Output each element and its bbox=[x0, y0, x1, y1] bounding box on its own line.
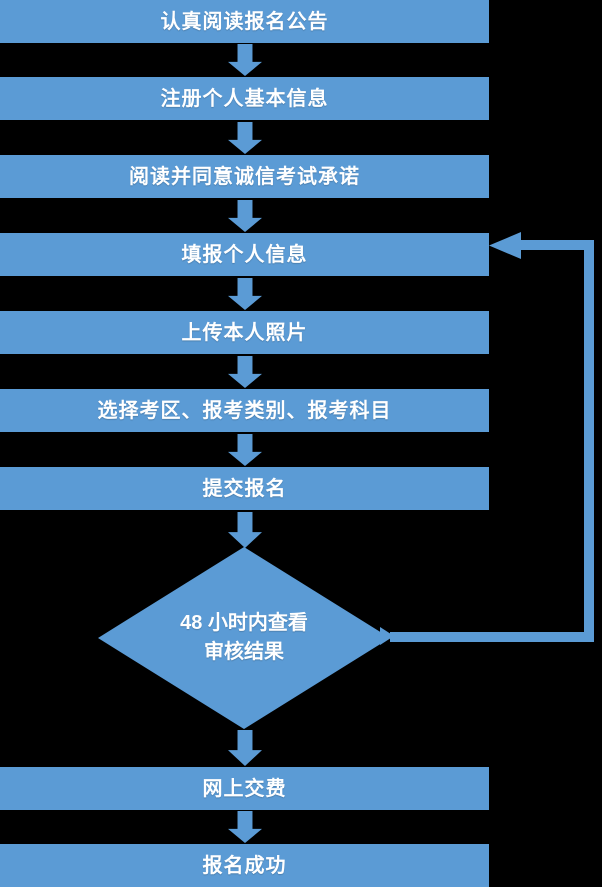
flow-node-label: 认真阅读报名公告 bbox=[160, 10, 329, 33]
flow-node-label-line1: 48 小时内查看 bbox=[180, 612, 308, 634]
flow-node-online-payment[interactable]: 网上交费 bbox=[0, 767, 489, 810]
feedback-loop-top-segment bbox=[519, 240, 589, 250]
down-arrow-icon-3 bbox=[228, 200, 262, 232]
down-arrow-icon-9 bbox=[228, 811, 262, 843]
flow-node-label-group: 48 小时内查看 审核结果 bbox=[98, 547, 390, 729]
feedback-loop-arrowhead-icon bbox=[489, 232, 521, 259]
flow-node-label: 上传本人照片 bbox=[181, 321, 308, 344]
flow-node-check-review-result[interactable]: 48 小时内查看 审核结果 bbox=[98, 547, 390, 729]
flow-node-read-announcement[interactable]: 认真阅读报名公告 bbox=[0, 0, 489, 43]
down-arrow-icon-6 bbox=[228, 434, 262, 466]
flow-node-label: 注册个人基本信息 bbox=[160, 87, 329, 110]
down-arrow-icon-7 bbox=[228, 512, 262, 548]
flow-node-label: 阅读并同意诚信考试承诺 bbox=[129, 165, 360, 188]
down-arrow-icon-1 bbox=[228, 44, 262, 76]
flow-node-select-exam-area-category-subject[interactable]: 选择考区、报考类别、报考科目 bbox=[0, 389, 489, 432]
flow-node-label: 提交报名 bbox=[202, 477, 287, 500]
flow-node-fill-personal-info[interactable]: 填报个人信息 bbox=[0, 233, 489, 276]
flow-node-label: 报名成功 bbox=[202, 854, 287, 877]
down-arrow-icon-4 bbox=[228, 278, 262, 310]
down-arrow-icon-8 bbox=[228, 730, 262, 766]
flow-node-label: 网上交费 bbox=[202, 777, 287, 800]
feedback-loop-right-segment bbox=[584, 240, 594, 642]
flow-node-register-basic-info[interactable]: 注册个人基本信息 bbox=[0, 77, 489, 120]
flow-node-label-line2: 审核结果 bbox=[204, 641, 284, 663]
flow-node-agree-integrity-pledge[interactable]: 阅读并同意诚信考试承诺 bbox=[0, 155, 489, 198]
flow-node-registration-success[interactable]: 报名成功 bbox=[0, 844, 489, 887]
flow-node-label: 填报个人信息 bbox=[181, 243, 308, 266]
flow-node-label: 选择考区、报考类别、报考科目 bbox=[97, 399, 392, 422]
feedback-loop-bottom-segment bbox=[390, 632, 594, 642]
flow-node-submit-registration[interactable]: 提交报名 bbox=[0, 467, 489, 510]
flow-node-upload-photo[interactable]: 上传本人照片 bbox=[0, 311, 489, 354]
down-arrow-icon-2 bbox=[228, 122, 262, 154]
down-arrow-icon-5 bbox=[228, 356, 262, 388]
